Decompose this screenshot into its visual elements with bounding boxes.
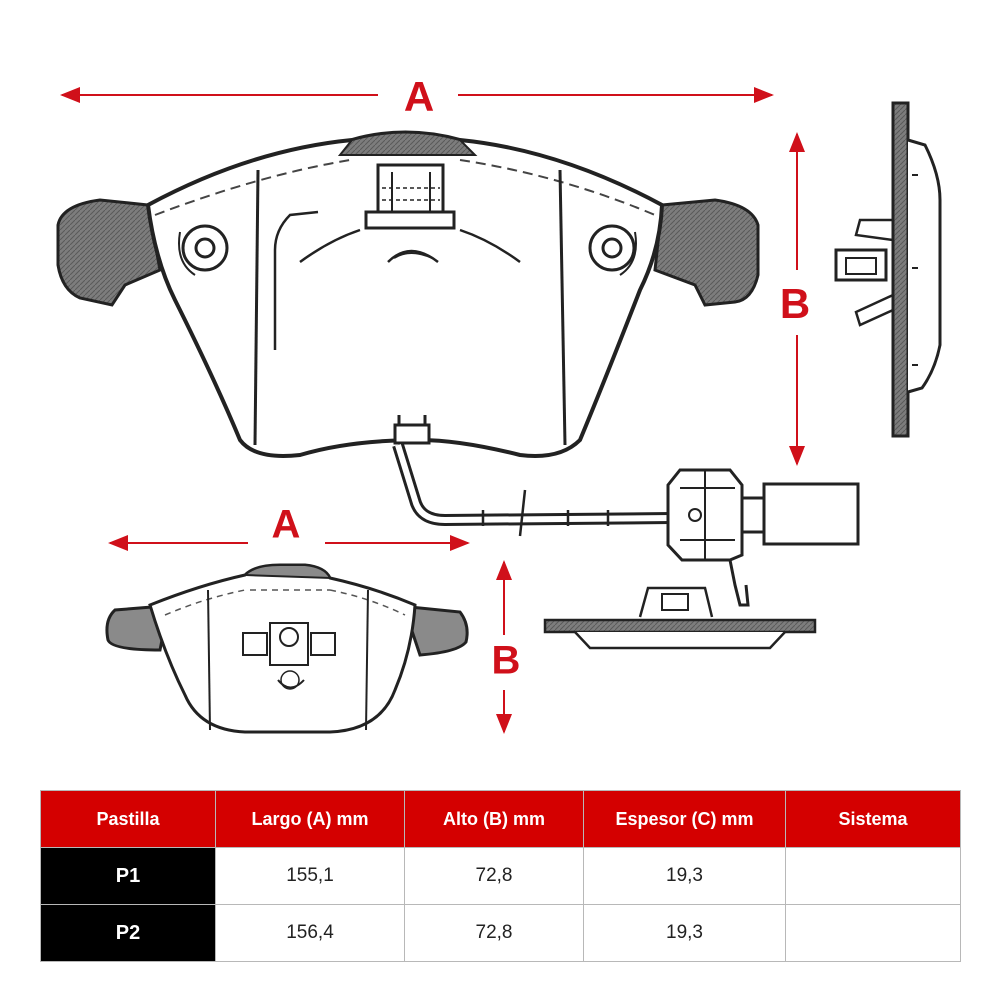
cell-alto: 72,8 (404, 847, 584, 905)
header-sistema: Sistema (785, 790, 961, 848)
label-b-bottom: B (492, 639, 521, 683)
label-a-top: A (404, 73, 434, 120)
table-header-row: Pastilla Largo (A) mm Alto (B) mm Espeso… (40, 790, 961, 848)
cell-espesor: 19,3 (583, 904, 786, 962)
dimension-b-top: B (780, 132, 810, 466)
cell-sistema (785, 847, 961, 905)
rear-clip (242, 622, 336, 690)
pad-side-view (834, 101, 942, 438)
row-label: P2 (40, 904, 216, 962)
dimension-a-bottom: A (108, 503, 470, 551)
right-mount-hole (588, 224, 637, 276)
cell-largo: 156,4 (215, 904, 405, 962)
dimension-a-top: A (60, 73, 774, 120)
cell-largo: 155,1 (215, 847, 405, 905)
pad-front-view (56, 130, 760, 458)
cell-espesor: 19,3 (583, 847, 786, 905)
dimension-b-bottom: B (492, 560, 521, 734)
left-ear (56, 198, 162, 307)
wear-sensor-connector (393, 415, 431, 445)
header-largo: Largo (A) mm (215, 790, 405, 848)
table-row: P1 155,1 72,8 19,3 (40, 847, 961, 905)
spec-table: Pastilla Largo (A) mm Alto (B) mm Espeso… (40, 790, 961, 962)
label-b-top: B (780, 280, 810, 327)
row-label: P1 (40, 847, 216, 905)
center-clip (273, 163, 521, 350)
brake-pad-diagram: A B A B (56, 73, 942, 734)
rear-right-ear (408, 605, 469, 657)
pad-rear-view (105, 563, 469, 734)
header-espesor: Espesor (C) mm (583, 790, 786, 848)
table-row: P2 156,4 72,8 19,3 (40, 904, 961, 962)
cell-alto: 72,8 (404, 904, 584, 962)
header-alto: Alto (B) mm (404, 790, 584, 848)
label-a-bottom: A (272, 503, 301, 547)
rear-left-ear (105, 605, 167, 652)
pad-bottom-profile (543, 586, 817, 650)
cell-sistema (785, 904, 961, 962)
left-mount-hole (178, 224, 229, 276)
wear-sensor-cable (392, 443, 860, 607)
right-ear (653, 198, 760, 307)
header-pastilla: Pastilla (40, 790, 216, 848)
